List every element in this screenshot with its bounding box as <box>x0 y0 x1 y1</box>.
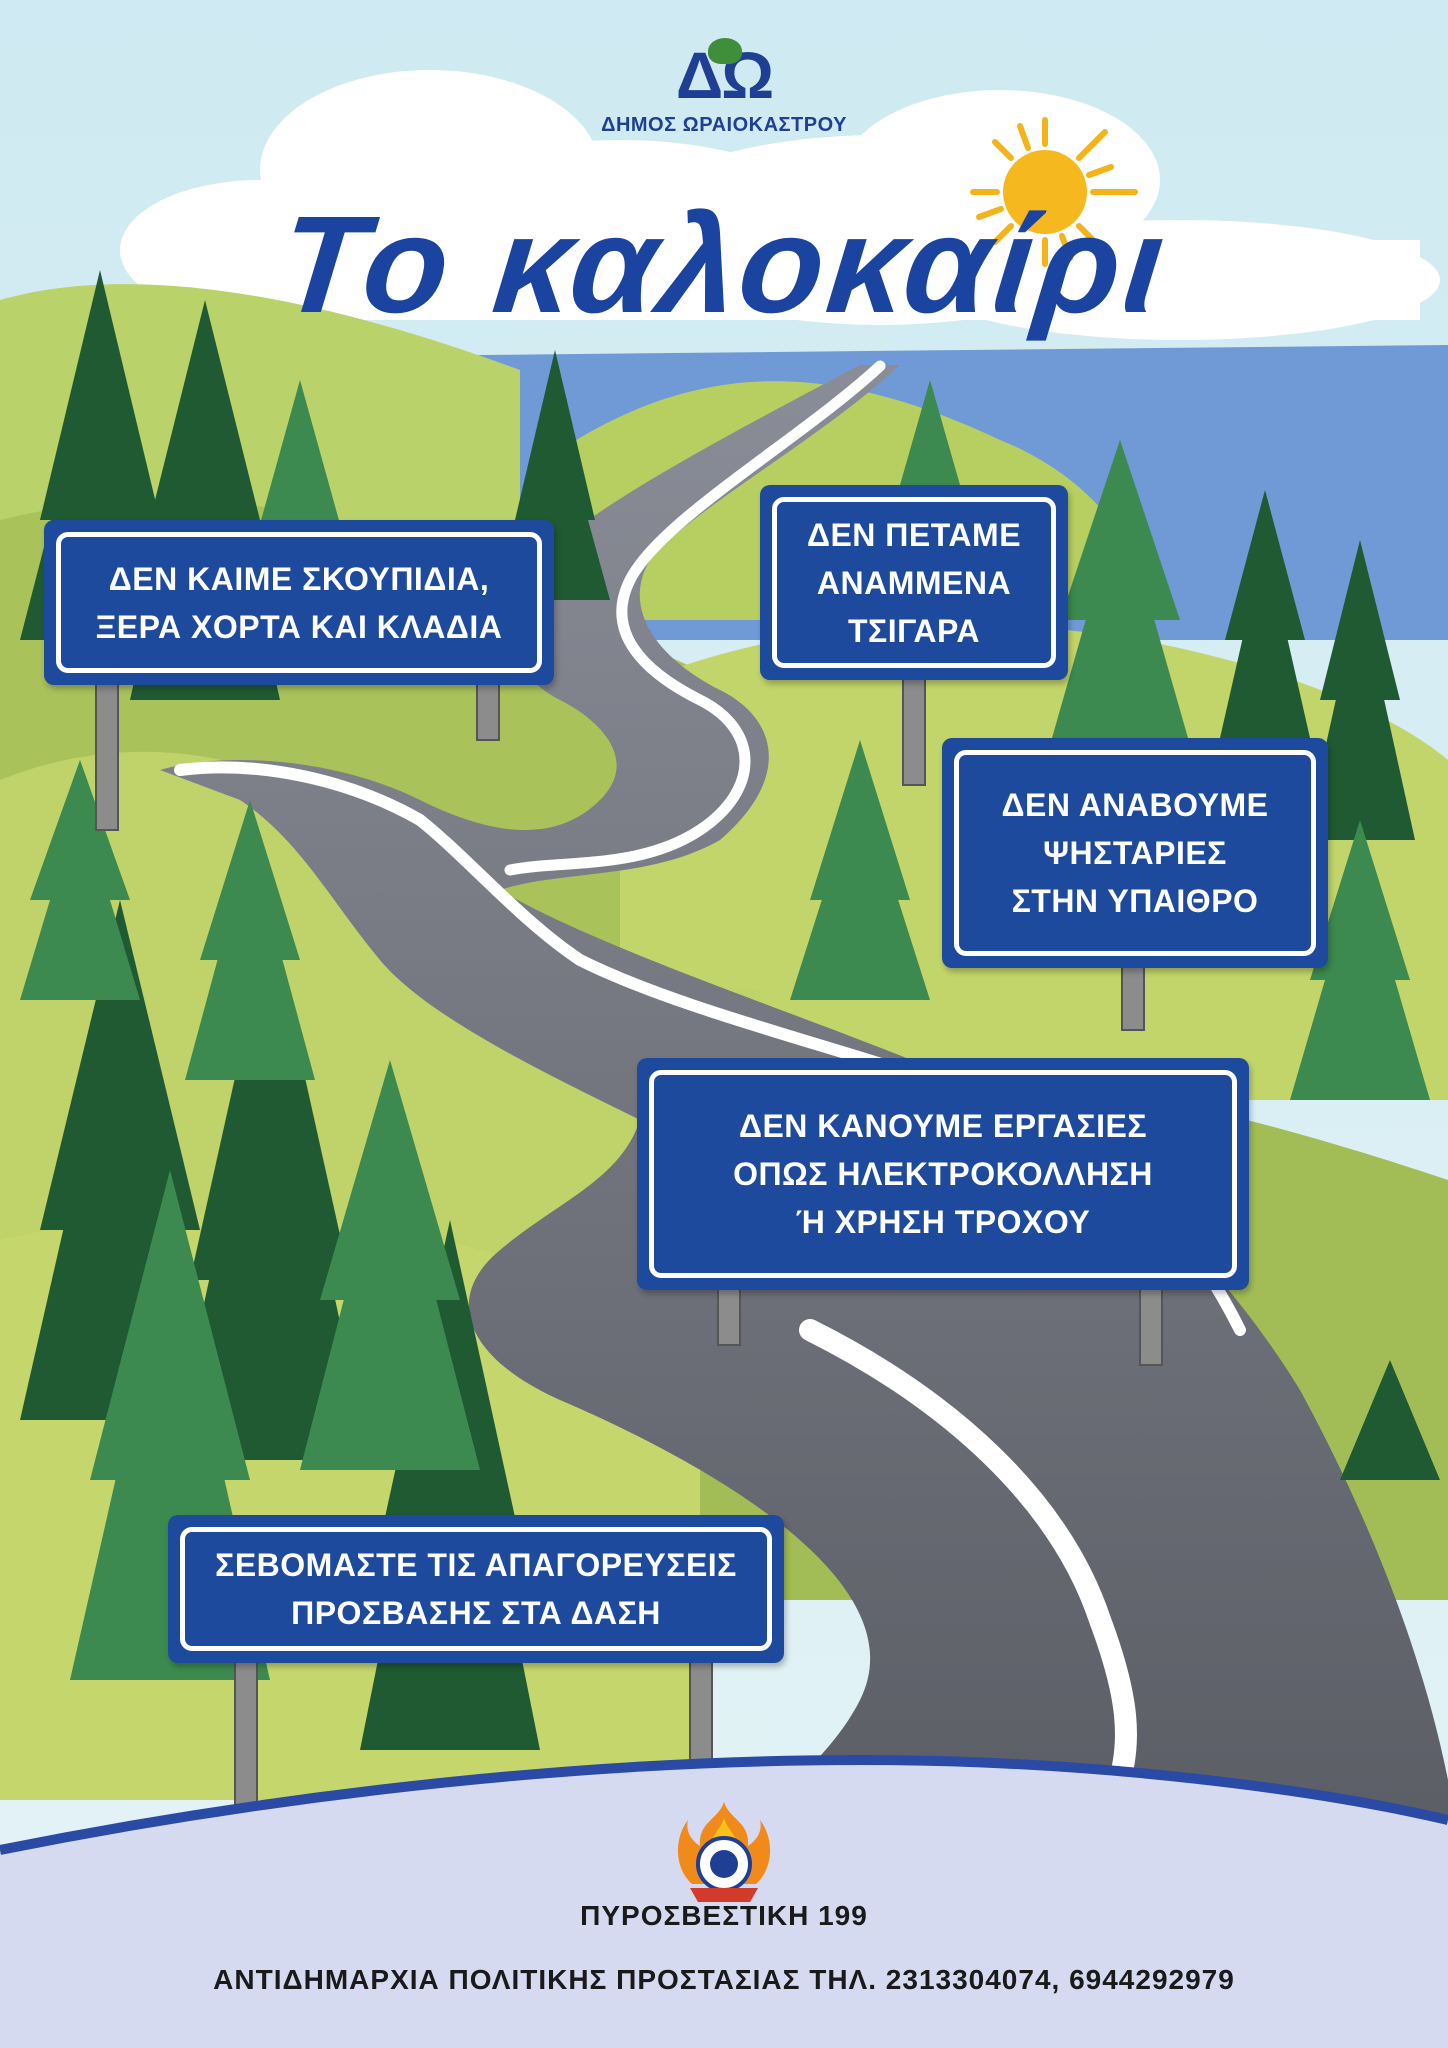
fire-service-phone: ΠΥΡΟΣΒΕΣΤΙΚΗ 199 <box>580 1900 868 1931</box>
sign-no-cigarettes: ΔΕΝ ΠΕΤΑΜΕ ΑΝΑΜΜΕΝΑ ΤΣΙΓΑΡΑ <box>760 485 1068 680</box>
footer-band-edge <box>0 1754 1448 1855</box>
sign-text: ΔΕΝ ΚΑΝΟΥΜΕ ΕΡΓΑΣΙΕΣ ΟΠΩΣ ΗΛΕΚΤΡΟΚΟΛΛΗΣΗ… <box>733 1108 1153 1240</box>
municipality-logo: ΔΩ ΔΗΜΟΣ ΩΡΑΙΟΚΑΣΤΡΟΥ <box>574 28 874 148</box>
logo-text: ΔΗΜΟΣ ΩΡΑΙΟΚΑΣΤΡΟΥ <box>601 114 847 136</box>
civil-protection-contact: ΑΝΤΙΔΗΜΑΡΧΙΑ ΠΟΛΙΤΙΚΗΣ ΠΡΟΣΤΑΣΙΑΣ ΤΗΛ. 2… <box>213 1964 1235 1995</box>
sign-forest-access: ΣΕΒΟΜΑΣΤΕ ΤΙΣ ΑΠΑΓΟΡΕΥΣΕΙΣ ΠΡΟΣΒΑΣΗΣ ΣΤΑ… <box>168 1515 784 1663</box>
sign-text: ΔΕΝ ΚΑΙΜΕ ΣΚΟΥΠΙΔΙΑ, ΞΕΡΑ ΧΟΡΤΑ ΚΑΙ ΚΛΑΔ… <box>95 560 503 645</box>
logo-tree-icon <box>708 38 742 64</box>
road-line <box>799 1319 1137 1791</box>
sign-no-barbecues: ΔΕΝ ΑΝΑΒΟΥΜΕ ΨΗΣΤΑΡΙΕΣ ΣΤΗΝ ΥΠΑΙΘΡΟ <box>942 738 1328 968</box>
sign-text: ΔΕΝ ΠΕΤΑΜΕ ΑΝΑΜΜΕΝΑ ΤΣΙΓΑΡΑ <box>806 516 1022 649</box>
sign-text: ΔΕΝ ΑΝΑΒΟΥΜΕ ΨΗΣΤΑΡΙΕΣ ΣΤΗΝ ΥΠΑΙΘΡΟ <box>1001 787 1269 919</box>
sign-no-burning: ΔΕΝ ΚΑΙΜΕ ΣΚΟΥΠΙΔΙΑ, ΞΕΡΑ ΧΟΡΤΑ ΚΑΙ ΚΛΑΔ… <box>44 520 554 685</box>
sign-text: ΣΕΒΟΜΑΣΤΕ ΤΙΣ ΑΠΑΓΟΡΕΥΣΕΙΣ ΠΡΟΣΒΑΣΗΣ ΣΤΑ… <box>215 1547 737 1631</box>
page-title: Το καλοκαίρι <box>272 188 1176 342</box>
footer-band <box>0 1760 1448 2048</box>
sun-icon <box>970 117 1138 267</box>
road-line <box>504 360 886 876</box>
fire-service-emblem-icon <box>677 1802 771 1902</box>
sign-no-welding: ΔΕΝ ΚΑΝΟΥΜΕ ΕΡΓΑΣΙΕΣ ΟΠΩΣ ΗΛΕΚΤΡΟΚΟΛΛΗΣΗ… <box>637 1058 1249 1290</box>
